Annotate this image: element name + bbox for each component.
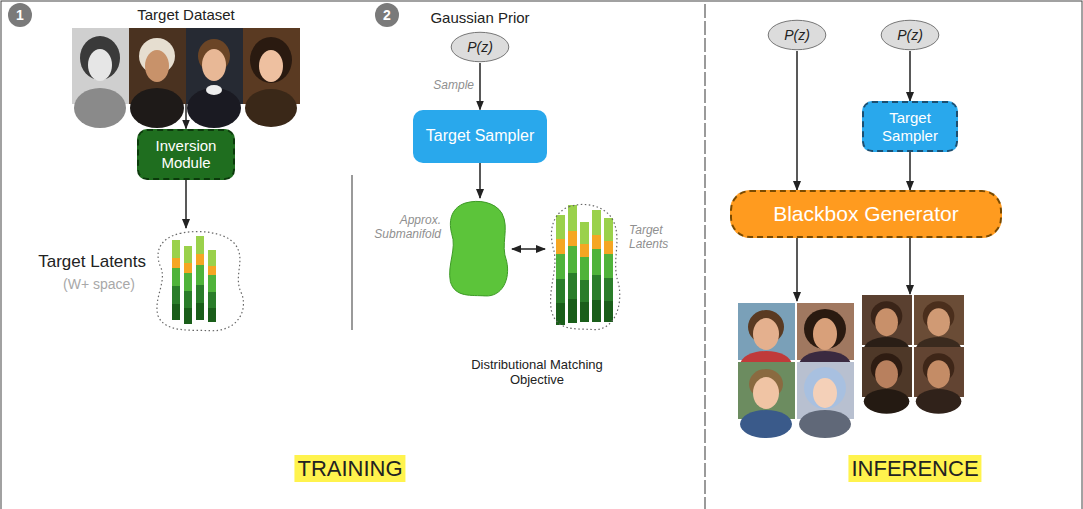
connector-arrow — [479, 163, 481, 199]
node-text: P(z) — [897, 27, 923, 43]
blob-outline-shape — [545, 200, 625, 335]
portrait — [914, 347, 964, 414]
connector-arrow — [185, 104, 187, 129]
portrait — [862, 347, 912, 414]
latent-bars — [172, 205, 613, 325]
step-badge: 2 — [375, 3, 399, 27]
node-text: (W+ space) — [52, 276, 146, 292]
node-text: P(z) — [784, 27, 810, 43]
connector-arrow — [796, 51, 798, 190]
portrait — [738, 362, 795, 438]
latent-region: Target Latents — [545, 200, 625, 335]
connector-arrow — [909, 152, 911, 190]
prior-ellipse: Gaussian PriorP(z) — [450, 31, 510, 63]
node-text: Blackbox Generator — [773, 202, 959, 226]
generator-box: Blackbox Generator — [730, 190, 1002, 238]
output-arrow — [796, 238, 798, 301]
node-text: Target Sampler — [872, 109, 948, 144]
portrait — [243, 28, 300, 127]
inversion-box: Inversion Module — [137, 129, 235, 180]
output-arrow — [909, 238, 911, 294]
divider — [351, 175, 353, 330]
portrait — [186, 28, 243, 128]
node-text: P(z) — [467, 39, 493, 55]
node-text: Target Latents — [629, 224, 685, 252]
divider — [704, 4, 706, 509]
connector-arrow — [479, 63, 481, 110]
prior-ellipse: P(z) — [880, 19, 940, 51]
node-text: Target Latents — [22, 252, 146, 272]
blob-fill-shape — [445, 198, 512, 300]
prior-ellipse: P(z) — [767, 19, 827, 51]
objective-caption: Distributional Matching Objective — [467, 358, 607, 388]
portrait — [797, 362, 854, 438]
blob-outline-shape — [150, 228, 250, 335]
sampler-box: Target Sampler — [413, 110, 547, 163]
node-text: Gaussian Prior — [430, 9, 529, 26]
portrait — [72, 28, 129, 128]
connector-arrow — [185, 180, 187, 229]
node-text: Target Dataset — [137, 6, 235, 23]
sampler-box: Target Sampler — [862, 101, 958, 152]
section-label: INFERENCE — [848, 455, 981, 482]
node-text: Approx. Submanifold — [371, 214, 441, 242]
connector-arrow — [512, 248, 545, 250]
node-text: Inversion Module — [147, 137, 225, 172]
node-text: Target Sampler — [426, 127, 535, 145]
dataset-strip: Target Dataset — [72, 28, 300, 104]
section-label: TRAINING — [294, 455, 405, 482]
step-badge: 1 — [8, 3, 32, 27]
connector-arrow — [909, 51, 911, 101]
edge-label: Sample — [433, 79, 474, 93]
portrait — [129, 28, 186, 128]
submanifold-blob: Approx. Submanifold — [445, 198, 512, 300]
latent-region: Target Latents(W+ space) — [150, 228, 250, 335]
